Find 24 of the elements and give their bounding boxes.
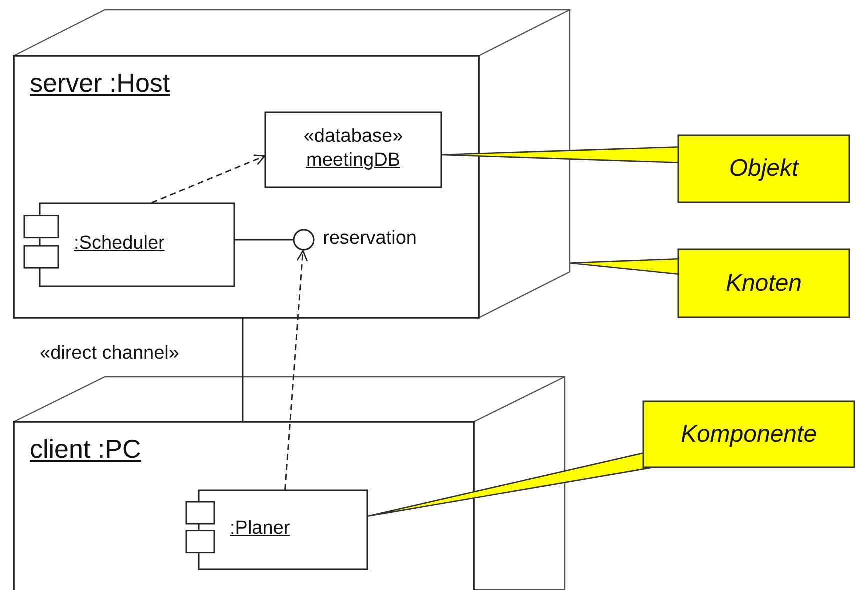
dependency-arrow: [152, 154, 266, 204]
callout-text: Objekt: [728, 155, 800, 183]
callout-text: Knoten: [724, 270, 804, 298]
dependency-arrow: [284, 250, 308, 490]
stereotype-label: «database»: [302, 126, 404, 148]
callout-text: Komponente: [680, 420, 818, 448]
object-name: :Scheduler: [74, 233, 165, 255]
node-cube: [14, 377, 565, 590]
node-cube: [14, 10, 570, 318]
object-name: :Planer: [230, 518, 290, 540]
node-title: client :PC: [30, 434, 142, 465]
connector-line: [235, 239, 293, 241]
artifact-box: [265, 112, 442, 188]
component-box: [24, 203, 235, 287]
interface-label: reservation: [323, 228, 417, 250]
callout-note: [678, 135, 850, 203]
node-title: server :Host: [30, 68, 170, 99]
connector-line: [242, 318, 244, 422]
callout-note: [643, 401, 855, 468]
callout-pointer: [367, 452, 652, 518]
component-box: [186, 490, 368, 570]
interface-circle: [293, 229, 315, 251]
callout-note: [678, 249, 850, 318]
object-name: meetingDB: [306, 150, 402, 172]
